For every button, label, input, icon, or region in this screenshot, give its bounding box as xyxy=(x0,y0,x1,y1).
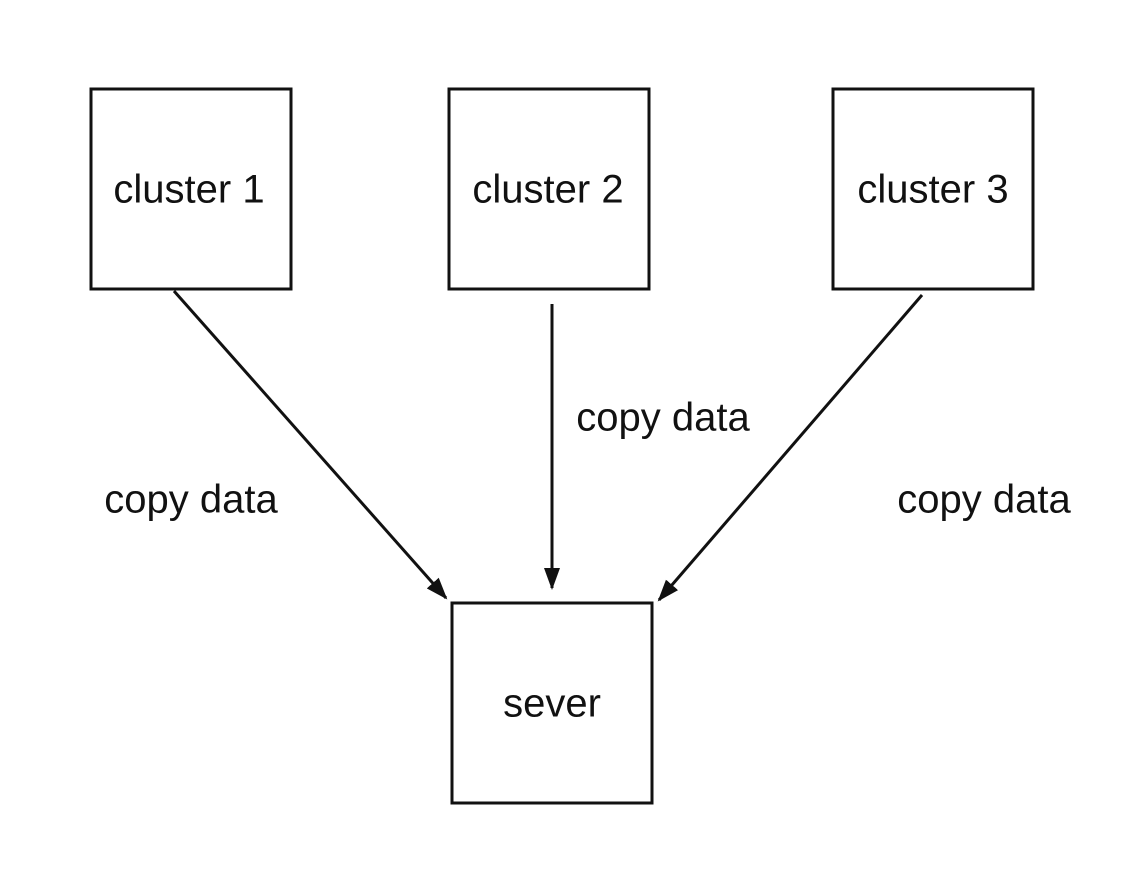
edge-label-cluster-3: copy data xyxy=(897,478,1071,522)
edge-label-cluster-2: copy data xyxy=(576,396,750,440)
edge-label-cluster-1: copy data xyxy=(104,478,278,522)
edge-cluster-2-to-server: copy data xyxy=(544,304,750,590)
node-cluster-2: cluster 2 xyxy=(447,87,651,291)
node-server-label: sever xyxy=(503,682,601,726)
node-cluster-1-box xyxy=(89,87,293,291)
node-server-box xyxy=(450,601,654,805)
node-server: sever xyxy=(450,601,654,805)
edge-cluster-3-to-server: copy data xyxy=(657,294,1071,602)
arrow-cluster-1-to-server xyxy=(172,290,448,600)
node-cluster-1-label: cluster 1 xyxy=(113,168,264,212)
node-cluster-3-label: cluster 3 xyxy=(857,168,1008,212)
edge-cluster-1-to-server: copy data xyxy=(104,290,448,600)
node-cluster-2-label: cluster 2 xyxy=(472,168,623,212)
arrow-cluster-3-to-server xyxy=(657,294,924,602)
node-cluster-3: cluster 3 xyxy=(831,87,1035,291)
node-cluster-2-box xyxy=(447,87,651,291)
node-cluster-1: cluster 1 xyxy=(89,87,293,291)
node-cluster-3-box xyxy=(831,87,1035,291)
